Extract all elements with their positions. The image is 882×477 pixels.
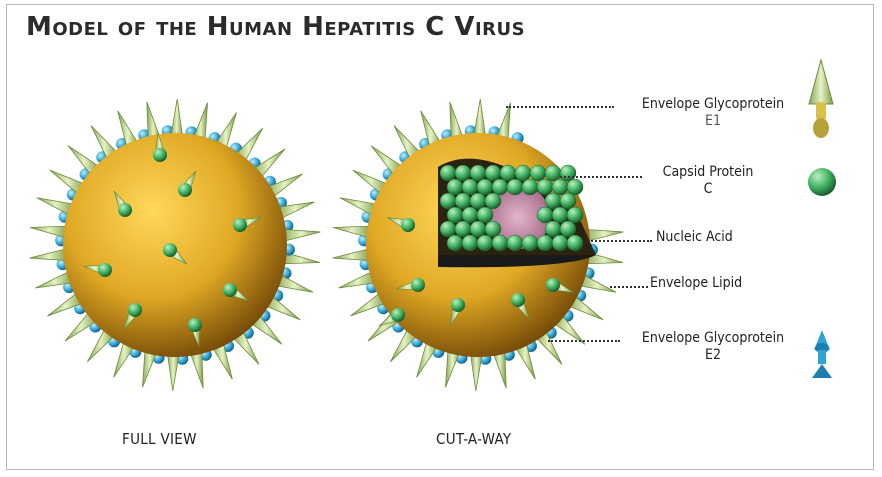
capsid-protein <box>522 235 538 251</box>
surface-knob <box>178 183 192 197</box>
capsid-protein <box>545 165 561 181</box>
surface-knob <box>411 278 425 292</box>
surface-knob <box>188 318 202 332</box>
glycoprotein-spike <box>474 99 486 137</box>
label-lipid-name: Envelope Lipid <box>650 275 742 291</box>
label-envelope-glycoprotein-e1: Envelope Glycoprotein E1 <box>618 96 808 130</box>
capsid-protein <box>455 221 471 237</box>
capsid-protein <box>462 235 478 251</box>
label-e2-sub: E2 <box>618 347 808 364</box>
legend-icon-e1 <box>809 60 833 138</box>
capsid-protein <box>552 235 568 251</box>
capsid-protein <box>567 235 583 251</box>
capsid-protein <box>485 193 501 209</box>
capsid-protein <box>455 165 471 181</box>
label-capsid-sub: C <box>648 181 768 198</box>
capsid-protein <box>447 235 463 251</box>
glycoprotein-spike <box>171 99 183 137</box>
label-nucleic-name: Nucleic Acid <box>656 229 733 245</box>
legend-icon-capsid <box>808 168 836 196</box>
capsid-protein <box>545 221 561 237</box>
capsid-protein <box>492 235 508 251</box>
capsid-protein <box>567 179 583 195</box>
cutaway-caption: CUT-A-WAY <box>436 430 511 448</box>
legend-icon-e2 <box>812 330 832 378</box>
surface-knob <box>128 303 142 317</box>
capsid-protein <box>530 165 546 181</box>
glycoprotein-spike <box>30 226 68 238</box>
cutaway-view-virus <box>333 99 624 391</box>
label-nucleic-acid: Nucleic Acid <box>656 229 766 246</box>
label-envelope-glycoprotein-e2: Envelope Glycoprotein E2 <box>618 330 808 364</box>
surface-knob <box>118 203 132 217</box>
capsid-protein <box>560 221 576 237</box>
label-e1-name: Envelope Glycoprotein <box>642 96 784 112</box>
capsid-protein <box>507 179 523 195</box>
label-capsid-name: Capsid Protein <box>663 164 754 180</box>
leader-line-capsid <box>560 176 642 178</box>
full-view-virus <box>30 99 321 391</box>
capsid-protein <box>440 221 456 237</box>
capsid-protein <box>537 207 553 223</box>
surface-knob <box>153 148 167 162</box>
capsid-protein <box>545 193 561 209</box>
capsid-protein <box>552 207 568 223</box>
envelope-sphere <box>63 133 287 357</box>
capsid-protein <box>560 193 576 209</box>
leader-line-nucleic <box>588 240 652 242</box>
leader-line-e1 <box>506 106 614 108</box>
capsid-protein <box>537 179 553 195</box>
capsid-protein <box>462 207 478 223</box>
capsid-protein <box>440 193 456 209</box>
capsid-protein <box>470 221 486 237</box>
surface-knob <box>451 298 465 312</box>
surface-knob <box>223 283 237 297</box>
capsid-protein <box>492 179 508 195</box>
capsid-protein <box>552 179 568 195</box>
capsid-protein <box>447 179 463 195</box>
capsid-protein <box>447 207 463 223</box>
capsid-protein <box>470 193 486 209</box>
leader-line-lipid <box>610 286 648 288</box>
surface-knob <box>401 218 415 232</box>
capsid-protein <box>485 165 501 181</box>
label-e1-sub: E1 <box>618 113 808 130</box>
glycoprotein-spike <box>470 353 482 391</box>
label-envelope-lipid: Envelope Lipid <box>650 275 770 292</box>
capsid-protein <box>522 179 538 195</box>
label-e2-name: Envelope Glycoprotein <box>642 330 784 346</box>
capsid-protein <box>470 165 486 181</box>
glycoprotein-spike <box>30 249 68 261</box>
capsid-protein <box>507 235 523 251</box>
label-capsid-protein: Capsid Protein C <box>648 164 768 198</box>
surface-knob <box>546 278 560 292</box>
glycoprotein-spike <box>167 353 179 391</box>
capsid-protein <box>515 165 531 181</box>
glycoprotein-spike <box>282 229 320 241</box>
surface-knob <box>233 218 247 232</box>
capsid-protein <box>477 235 493 251</box>
glycoprotein-spike <box>333 249 371 261</box>
capsid-protein <box>477 179 493 195</box>
capsid-protein <box>485 221 501 237</box>
glycoprotein-spike <box>333 226 371 238</box>
capsid-protein <box>455 193 471 209</box>
surface-knob <box>163 243 177 257</box>
leader-line-e2 <box>548 340 620 342</box>
full-view-caption: FULL VIEW <box>122 430 197 448</box>
capsid-protein <box>560 165 576 181</box>
capsid-protein <box>477 207 493 223</box>
capsid-protein <box>537 235 553 251</box>
capsid-protein <box>500 165 516 181</box>
capsid-protein <box>567 207 583 223</box>
surface-knob <box>511 293 525 307</box>
capsid-protein <box>462 179 478 195</box>
surface-knob <box>391 308 405 322</box>
capsid-protein <box>440 165 456 181</box>
surface-knob <box>98 263 112 277</box>
